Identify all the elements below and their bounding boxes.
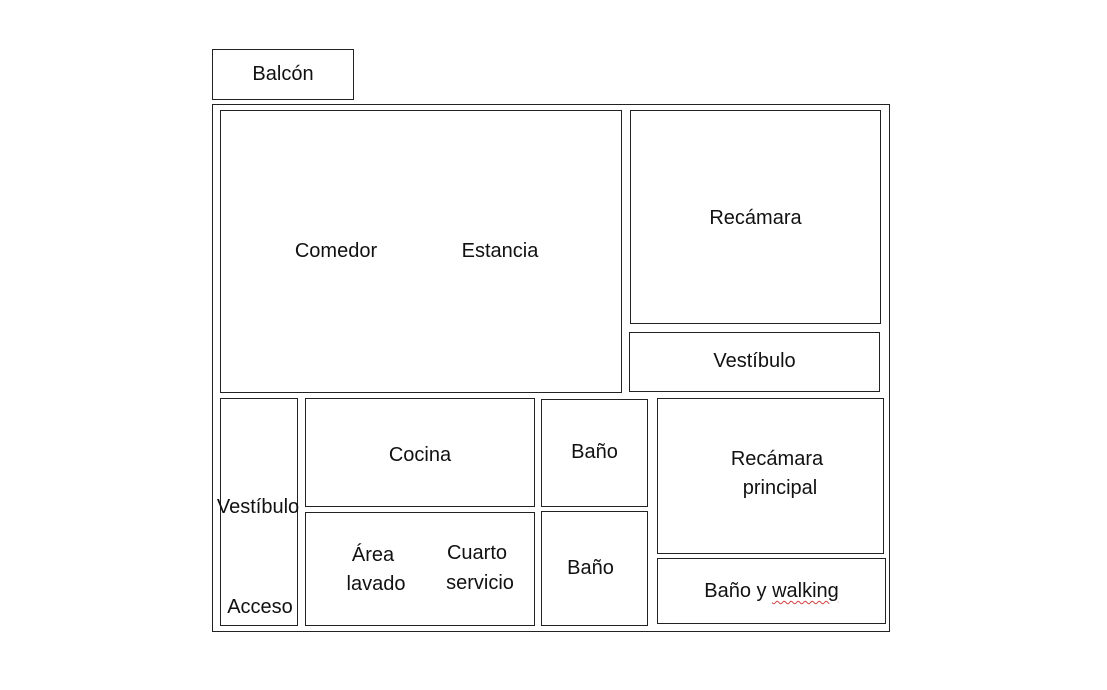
master-bath-walkin-room (657, 558, 886, 624)
bath-1-room (541, 399, 648, 507)
master-bath-walkin-word: walking (772, 580, 839, 602)
master-bedroom-label-line1: Recámara (730, 448, 824, 470)
service-label-line1: Cuarto (446, 542, 508, 564)
master-bath-prefix: Baño y (704, 580, 773, 602)
bath-1-label: Baño (571, 441, 618, 463)
hall-upper-room (629, 332, 880, 392)
hall-left-room (220, 398, 298, 626)
dining-label: Comedor (294, 240, 378, 262)
balcony-label: Balcón (252, 63, 314, 85)
bath-2-label: Baño (567, 557, 614, 579)
service-label-line2: servicio (446, 572, 514, 594)
dining-living-room (220, 110, 622, 393)
balcony-room (212, 49, 354, 100)
bath-2-room (541, 511, 648, 626)
master-bath-label: Baño y walking (657, 576, 886, 606)
entrance-label: Acceso (227, 596, 293, 618)
living-label: Estancia (461, 240, 539, 262)
laundry-label-line1: Área (351, 544, 395, 566)
hall-left-label: Vestíbulo (216, 496, 300, 518)
master-bedroom-room (657, 398, 884, 554)
bedroom-room (630, 110, 881, 324)
laundry-service-room (305, 512, 535, 626)
laundry-label-line2: lavado (346, 573, 406, 595)
master-bedroom-label-line2: principal (742, 477, 818, 499)
bedroom-label: Recámara (709, 207, 802, 229)
kitchen-label: Cocina (388, 444, 452, 466)
hall-upper-label: Vestíbulo (713, 350, 796, 372)
kitchen-room (305, 398, 535, 507)
